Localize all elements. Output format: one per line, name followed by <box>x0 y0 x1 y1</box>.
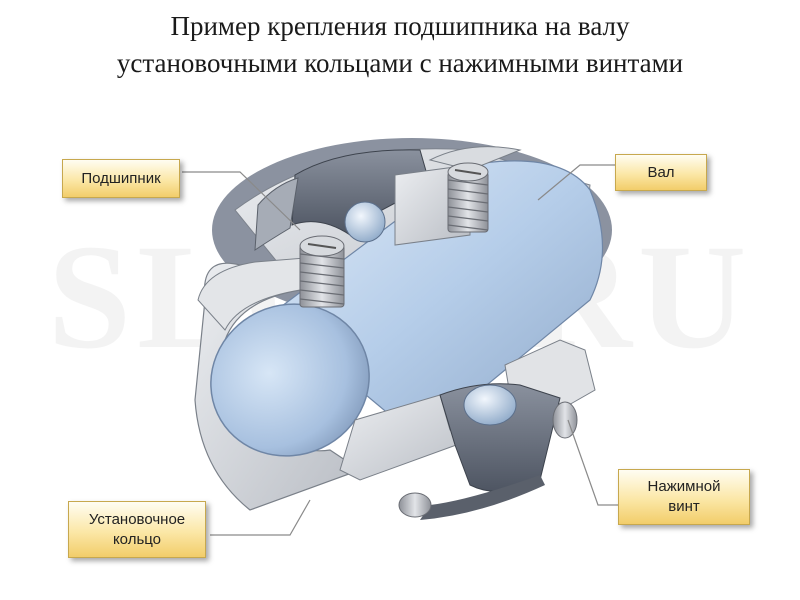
leader-ring <box>210 499 311 536</box>
bearing-outer-race-top <box>254 149 431 251</box>
bottom-ball <box>463 384 517 426</box>
label-set-screw: Нажимной винт <box>618 469 750 525</box>
diagram-title: Пример крепления подшипника на валу уста… <box>0 8 800 82</box>
shaft-end-face <box>210 303 370 457</box>
label-shaft-text: Вал <box>647 163 675 181</box>
title-line-2: установочными кольцами с нажимными винта… <box>116 48 684 78</box>
label-set-screw-line2: винт <box>668 498 700 515</box>
set-screw-top <box>447 162 489 233</box>
label-set-ring-line2: кольцо <box>112 530 162 548</box>
label-bearing-text: Подшипник <box>81 169 161 187</box>
label-set-ring-line1: Установочное <box>88 510 186 528</box>
leader-set-screw <box>567 419 620 506</box>
set-screw-left <box>299 235 345 308</box>
top-ball <box>344 201 386 243</box>
leader-shaft <box>537 164 615 201</box>
title-line-1: Пример крепления подшипника на валу <box>170 11 630 41</box>
leader-bearing <box>182 171 301 231</box>
label-shaft: Вал <box>615 154 707 191</box>
label-set-ring: Установочное кольцо <box>68 501 206 558</box>
label-set-screw-line1: Нажимной <box>647 478 721 495</box>
set-screw-bottom <box>398 401 578 518</box>
label-bearing: Подшипник <box>62 159 180 198</box>
leader-lines <box>182 164 620 536</box>
